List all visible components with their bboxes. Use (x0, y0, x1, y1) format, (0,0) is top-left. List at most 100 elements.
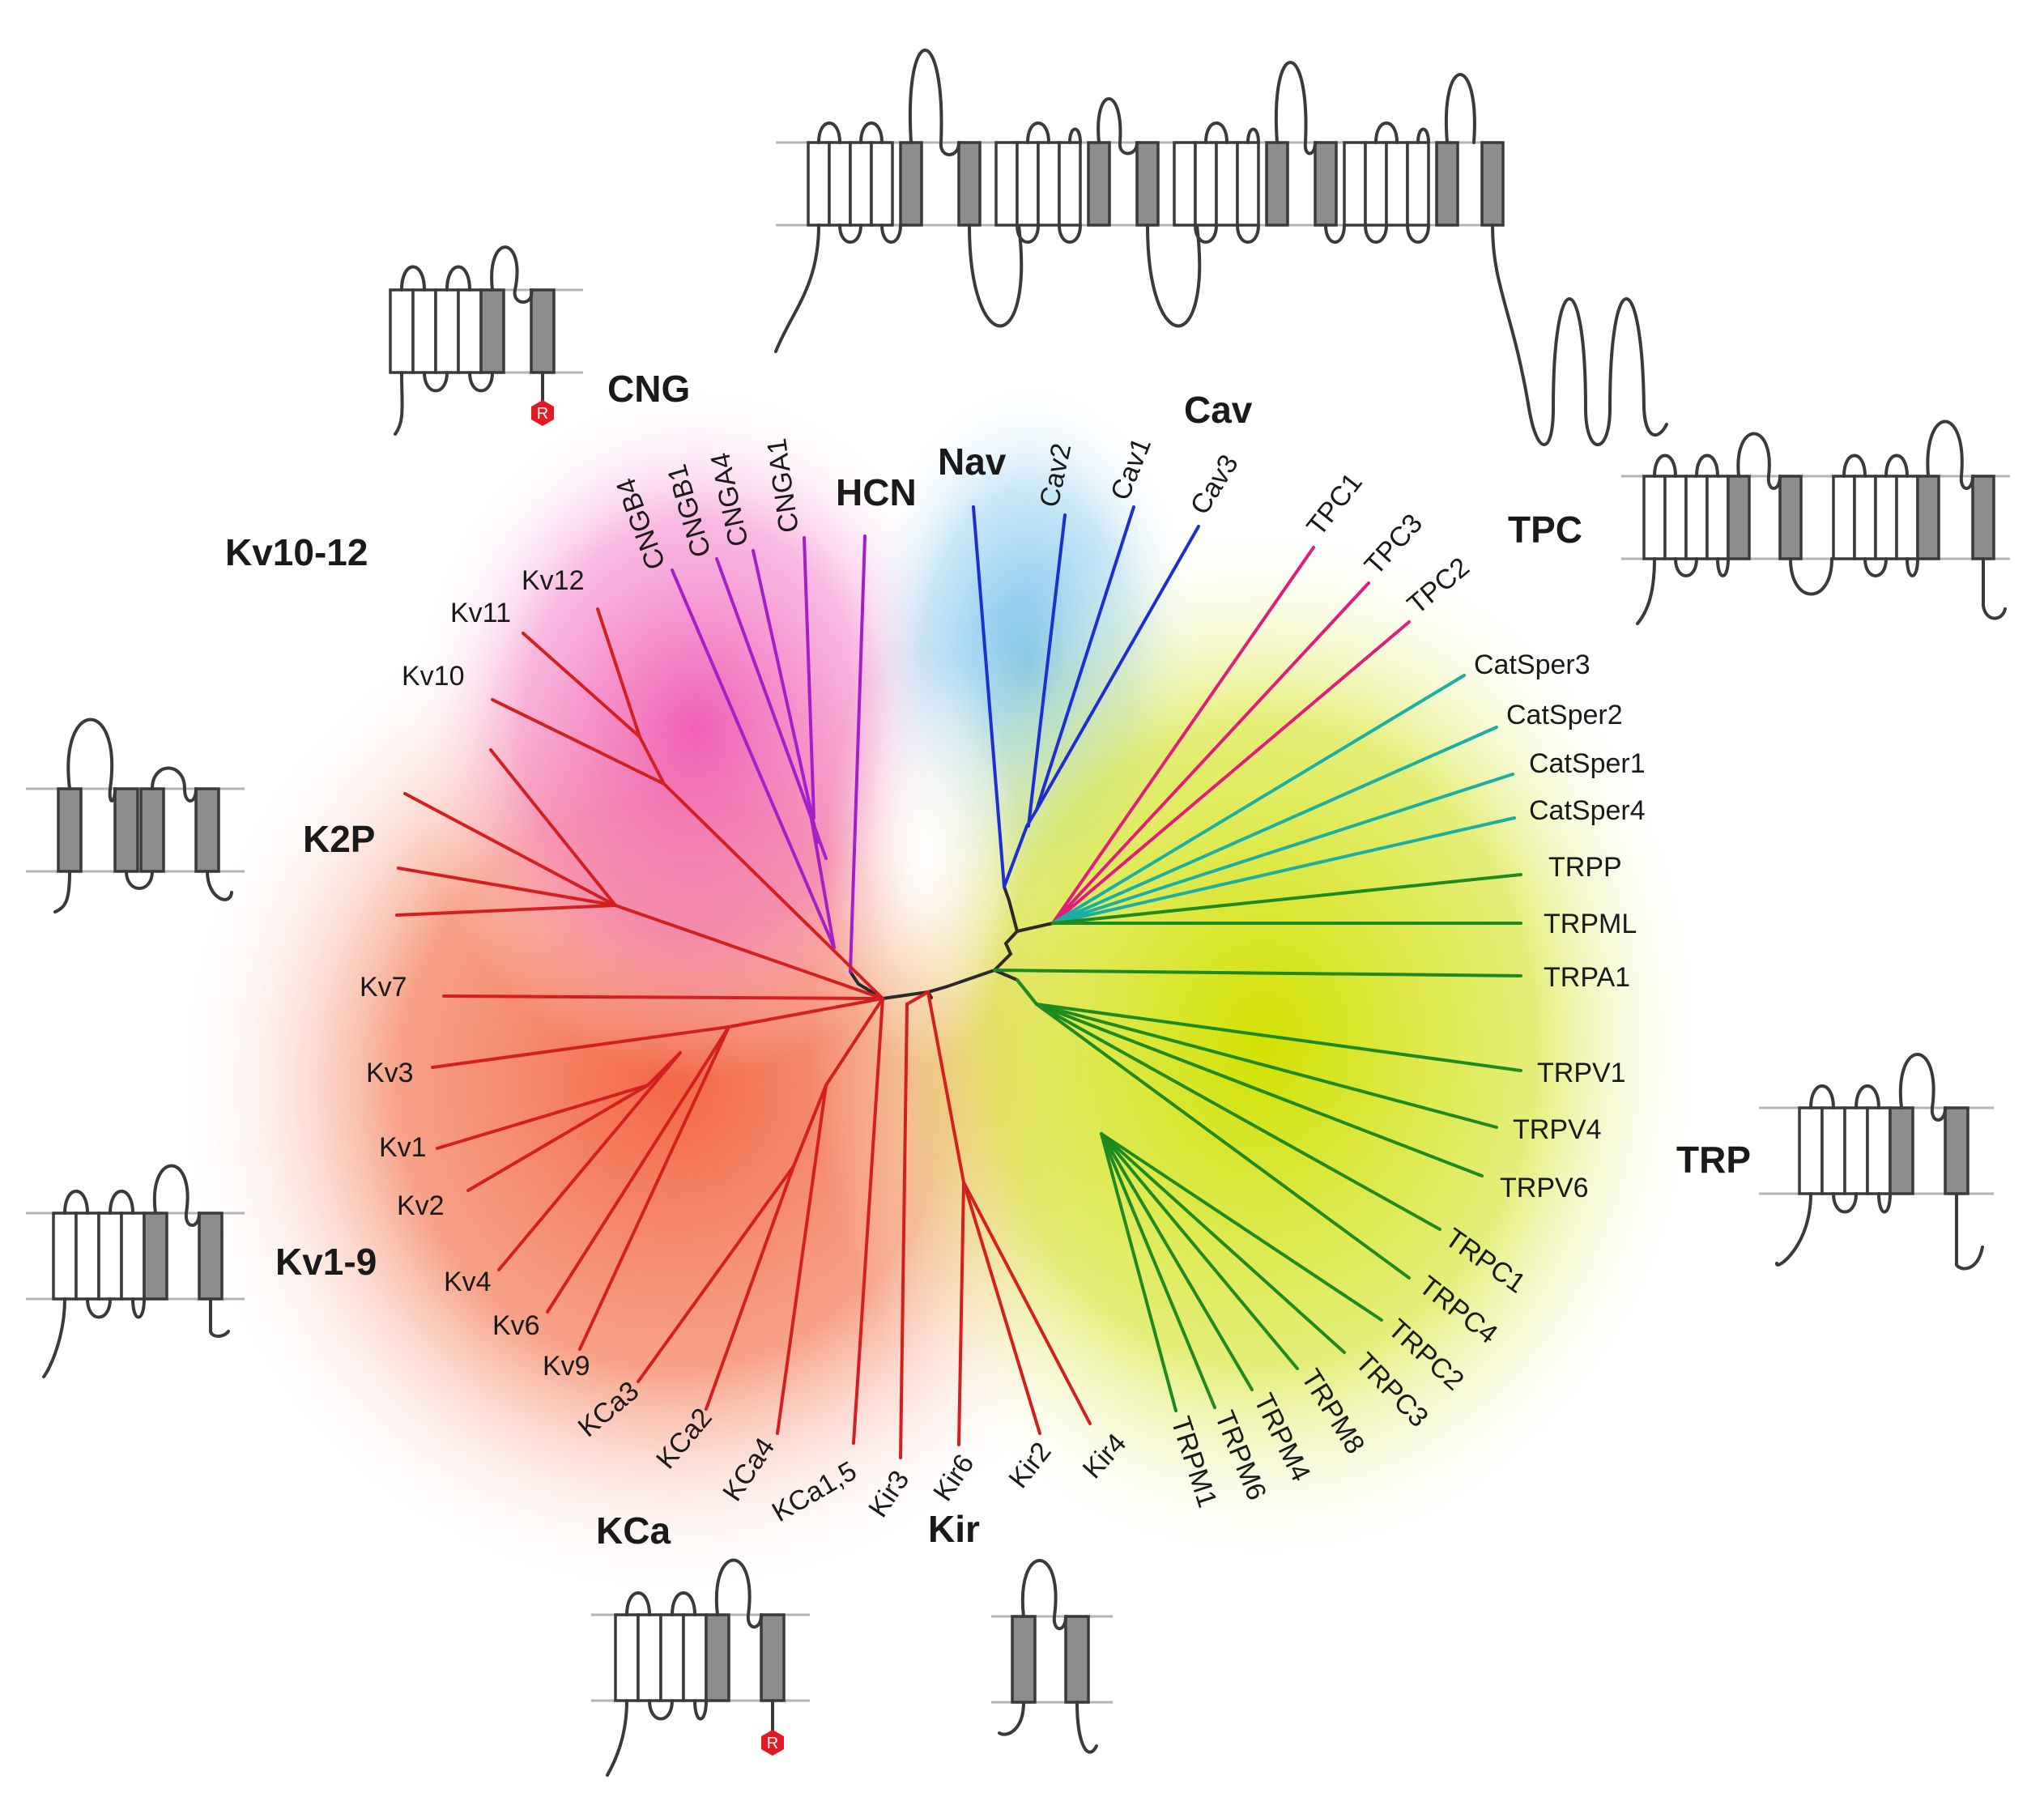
branch-trpv6 (1035, 1003, 1484, 1177)
regulator-hexagon-icon (531, 400, 554, 426)
branch-kv10 (491, 698, 666, 786)
branch-trpp (1051, 873, 1522, 925)
family-label-kv10-12: Kv10-12 (225, 531, 368, 573)
branch-trpv4 (1035, 1003, 1498, 1129)
label-kv7: Kv7 (360, 972, 407, 1003)
branch-cav1 (1035, 505, 1135, 811)
branch-catsper4 (1051, 816, 1516, 925)
branch-kv1 (436, 1084, 649, 1150)
branch-k2p-b (403, 792, 617, 907)
branch-kv-stem (727, 997, 884, 1028)
label-trpa1: TRPA1 (1544, 962, 1630, 993)
branch-tpc1 (1051, 546, 1315, 925)
branch-kir4 (962, 1181, 1092, 1425)
branch-kca2 (705, 1165, 795, 1411)
branch-kv10-12-stem (662, 782, 884, 1000)
family-label-cng: CNG (607, 368, 690, 410)
label-kv3: Kv3 (366, 1058, 414, 1088)
family-label-nav: Nav (938, 441, 1007, 483)
cng-hcn-branches (671, 534, 867, 973)
branch-kir-stem (926, 990, 965, 1184)
branch-k2p-c (397, 867, 617, 907)
label-catsper2: CatSper2 (1506, 700, 1623, 730)
kir-topology (991, 1559, 1113, 1754)
branch-catsper1 (1051, 773, 1514, 925)
family-label-hcn: HCN (836, 471, 917, 513)
label-kv1: Kv1 (379, 1132, 427, 1163)
nav-cav-branches (972, 505, 1200, 888)
trp-branches (993, 873, 1522, 1412)
branch-kir3 (899, 1003, 909, 1459)
label-catsper3: CatSper3 (1474, 649, 1590, 680)
regulator-hexagon-icon (761, 1730, 784, 1756)
family-label-kca: KCa (596, 1510, 671, 1552)
branch-catsper3 (1051, 674, 1466, 925)
branch-kir2 (962, 1181, 1041, 1435)
label-trpv6: TRPV6 (1500, 1173, 1589, 1203)
branch-kv6 (546, 1025, 730, 1314)
label-kv9: Kv9 (543, 1351, 590, 1382)
branch-kca3 (637, 1165, 795, 1383)
branch-cnga1 (803, 536, 815, 820)
branch-trpa1 (993, 969, 1522, 977)
branch-trp-stem (1016, 978, 1038, 1006)
trunk-branch (881, 922, 1054, 1000)
branch-cnga4 (752, 549, 820, 844)
label-catsper1: CatSper1 (1529, 748, 1646, 779)
branch-cav2 (1027, 513, 1067, 828)
branch-hcn (849, 534, 867, 973)
branch-trpc1 (1035, 1003, 1441, 1231)
branch-kca4 (776, 1084, 828, 1435)
family-label-k2p: K2P (303, 818, 375, 860)
family-label-kir: Kir (928, 1508, 980, 1550)
family-label-tpc: TPC (1508, 509, 1582, 551)
branch-kir3-stem (905, 990, 930, 1006)
family-label-trp: TRP (1676, 1139, 1751, 1181)
family-labels: CNG HCN Nav Cav TPC Kv10-12 K2P Kv1-9 KC… (225, 368, 1751, 1552)
label-kv4: Kv4 (444, 1267, 492, 1297)
nav-cav-topology (774, 49, 1668, 446)
branch-nav (972, 505, 1006, 888)
branch-kv4 (497, 1051, 682, 1271)
family-label-cav: Cav (1184, 389, 1253, 431)
branch-trpc3 (1100, 1132, 1346, 1354)
branch-trpm6 (1100, 1132, 1216, 1409)
branch-k2p-d (395, 904, 617, 917)
branch-kca-stem (824, 997, 884, 1087)
branch-kca-sub (792, 1084, 828, 1168)
branch-cav3 (1035, 525, 1200, 811)
branch-kv3 (431, 1025, 730, 1069)
tree-background (170, 373, 1717, 1603)
branch-trpc4 (1035, 1003, 1411, 1280)
kca-topology: R (591, 1558, 810, 1777)
tpc-branches (1051, 546, 1411, 925)
branch-kv11 (522, 632, 641, 739)
label-trpv4: TRPV4 (1513, 1114, 1602, 1145)
branch-kv11-12-stem (638, 735, 666, 786)
branch-cng-stem (808, 808, 836, 949)
trp-topology (1759, 1053, 1994, 1271)
branch-k2p-stem (614, 904, 884, 1000)
branch-kv12 (596, 607, 641, 739)
branch-kca15 (852, 997, 884, 1445)
label-catsper4: CatSper4 (1529, 795, 1646, 826)
label-kv12: Kv12 (522, 565, 585, 596)
k2p-topology (26, 718, 245, 913)
branch-kv7 (442, 994, 884, 1000)
label-trpp: TRPP (1548, 852, 1622, 883)
branch-trpm8 (1100, 1132, 1299, 1370)
catsper-branches (1051, 674, 1516, 925)
branch-trpm1 (1100, 1132, 1177, 1412)
branch-cngb1 (715, 557, 828, 860)
branch-kir6 (957, 1181, 965, 1446)
branch-trpc2 (1100, 1132, 1383, 1322)
label-kv6: Kv6 (492, 1310, 540, 1341)
trunk-branch (1003, 885, 1019, 933)
label-kv11: Kv11 (450, 598, 511, 628)
branch-kv1-2-stem (646, 1051, 682, 1087)
yellow-region (810, 510, 1717, 1579)
family-label-kv1-9: Kv1-9 (275, 1241, 377, 1283)
branch-trpv1 (1035, 1003, 1522, 1072)
trunk-branch (849, 970, 884, 1000)
